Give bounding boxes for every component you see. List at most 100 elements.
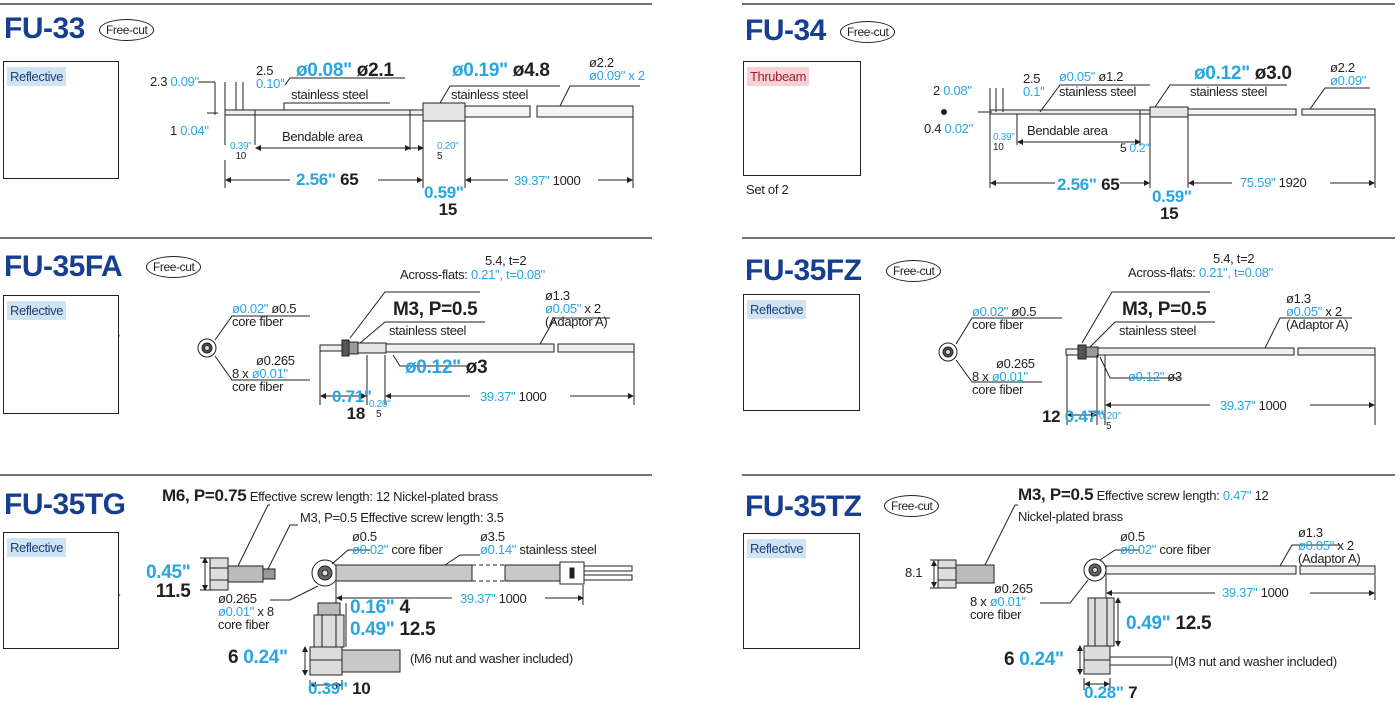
fu35fa-thread: M3, P=0.5 (393, 299, 478, 320)
fu33-mat2: stainless steel (451, 87, 529, 102)
fu33-h23: 2.3 0.09" (150, 74, 199, 89)
fu33-freecut-badge: Free-cut (99, 19, 155, 41)
fu33-len2: 0.59"15 (424, 183, 464, 219)
fu34-mat2: stainless steel (1190, 84, 1268, 99)
fu34-d2: ø0.12" ø3.0 (1194, 63, 1292, 84)
fu35tz-w: 0.28" 7 (1084, 683, 1138, 702)
fu35fz-l1: 12 0.47" (1042, 407, 1105, 426)
fu35tg-title: FU-35TG (4, 488, 126, 521)
fu33-len: 2.56" 65 (296, 170, 359, 189)
fu33-cab-in: ø0.09" x 2 (589, 68, 645, 83)
fu35fz-af-mm: 5.4, t=2 (1213, 251, 1255, 266)
fu33-h1: 1 0.04" (170, 123, 209, 138)
fu34-h04: 0.4 0.02" (924, 121, 973, 136)
fu34-d1: ø0.05" ø1.2 (1059, 69, 1124, 84)
fu35tg-b: 0.49" 12.5 (350, 619, 436, 640)
fu35tg-type-tag: Reflective (7, 538, 67, 557)
fu33-mat1: stainless steel (291, 87, 369, 102)
fu34-h2: 2 0.08" (933, 83, 972, 98)
fu33-bend: Bendable area (282, 129, 363, 144)
fu33-s5: 0.20"5 (437, 141, 459, 162)
fu34-type-tag: Thrubeam (747, 67, 810, 86)
fu35fz-af: Across-flats: 0.21", t=0.08" (1128, 265, 1273, 280)
fu35fz-drawing (938, 291, 1376, 425)
fu34-s5: 5 0.2" (1120, 141, 1150, 155)
fu33-title: FU-33 (4, 12, 85, 45)
fu35tg-a: 0.16" 4 (350, 597, 410, 618)
fu35tg-thumbnail: Reflective (3, 532, 119, 649)
fu35fz-cable: 39.37" 1000 (1220, 398, 1287, 413)
fu34-bend: Bendable area (1027, 123, 1108, 138)
fu34-cab-mm: ø2.2 (1330, 60, 1355, 75)
fu35tg-note: (M6 nut and washer included) (410, 651, 573, 666)
fu35tz-title: FU-35TZ (745, 490, 862, 523)
fu35tz-n: 6 0.24" (1004, 649, 1064, 670)
fu35tz-drawing (930, 504, 1376, 690)
fu35fz-dia: ø0.12" ø3 (1128, 369, 1182, 384)
fu35tz-freecut-badge: Free-cut (884, 495, 940, 517)
fu33-tip: 0.39"10 (230, 141, 252, 162)
fu35fa-type-tag: Reflective (7, 301, 67, 320)
fu35tz-note: (M3 nut and washer included) (1174, 654, 1337, 669)
fu35tg-thread: M6, P=0.75 Effective screw length: 12 Ni… (162, 486, 498, 505)
fu35tz-cable: 39.37" 1000 (1222, 585, 1289, 600)
fu35tg-cable: 39.37" 1000 (460, 591, 527, 606)
fu33-d1: ø0.08" ø2.1 (296, 60, 394, 81)
fu35tz-h: 8.1 (905, 565, 923, 580)
fu35fa-dia: ø0.12" ø3 (405, 357, 488, 378)
fu35fa-thumbnail: Reflective (3, 295, 119, 414)
fu34-cable: 75.59" 1920 (1240, 175, 1307, 190)
fu33-thumbnail: Reflective (3, 61, 119, 179)
fu35fz-thread: M3, P=0.5 (1122, 299, 1207, 320)
fu34-title: FU-34 (745, 14, 826, 47)
fu35tz-brass: Nickel-plated brass (1018, 509, 1123, 524)
fu35fa-drawing (197, 291, 635, 405)
fu34-set: Set of 2 (746, 182, 789, 197)
fu35fz-freecut-badge: Free-cut (886, 260, 942, 282)
fu34-tip: 0.39"10 (993, 132, 1015, 153)
fu35fa-l2: 0.20"5 (369, 399, 391, 420)
fu33-drawing (198, 77, 640, 188)
fu35fz-thumbnail: Reflective (743, 294, 860, 411)
fu33-cab-mm: ø2.2 (589, 55, 614, 70)
fu35fa-l1: 0.71"18 (332, 387, 372, 423)
fu35tg-w: 0.39" 10 (308, 679, 371, 698)
fu34-cab-in: ø0.09" (1330, 73, 1367, 88)
fu35fa-freecut-badge: Free-cut (146, 256, 202, 278)
fu35tz-b: 0.49" 12.5 (1126, 613, 1212, 634)
fu33-type-tag: Reflective (7, 67, 67, 86)
fu33-cable: 39.37" 1000 (514, 173, 581, 188)
fu34-len2: 0.59"15 (1152, 187, 1192, 223)
section-rules (0, 3, 1395, 476)
fu35fa-title: FU-35FA (4, 250, 123, 283)
fu35fa-af: Across-flats: 0.21", t=0.08" (400, 267, 545, 282)
fu35tz-thumbnail: Reflective (743, 533, 860, 649)
fu35tg-n: 6 0.24" (228, 647, 288, 668)
fu35tz-thread: M3, P=0.5 Effective screw length: 0.47" … (1018, 485, 1269, 504)
fu35tg-drawing (200, 504, 633, 690)
fu35fa-af-mm: 5.4, t=2 (485, 253, 527, 268)
fu35fz-type-tag: Reflective (747, 300, 807, 319)
fu34-freecut-badge: Free-cut (840, 21, 896, 43)
fu35fa-mat: stainless steel (389, 323, 467, 338)
fu35tg-h: 0.45"11.5 (146, 562, 191, 602)
fu35fa-cable: 39.37" 1000 (480, 389, 547, 404)
fu35fz-mat: stainless steel (1119, 323, 1197, 338)
fu34-drawing (941, 84, 1376, 188)
fu34-len: 2.56" 65 (1057, 175, 1120, 194)
fu35tz-type-tag: Reflective (747, 539, 807, 558)
